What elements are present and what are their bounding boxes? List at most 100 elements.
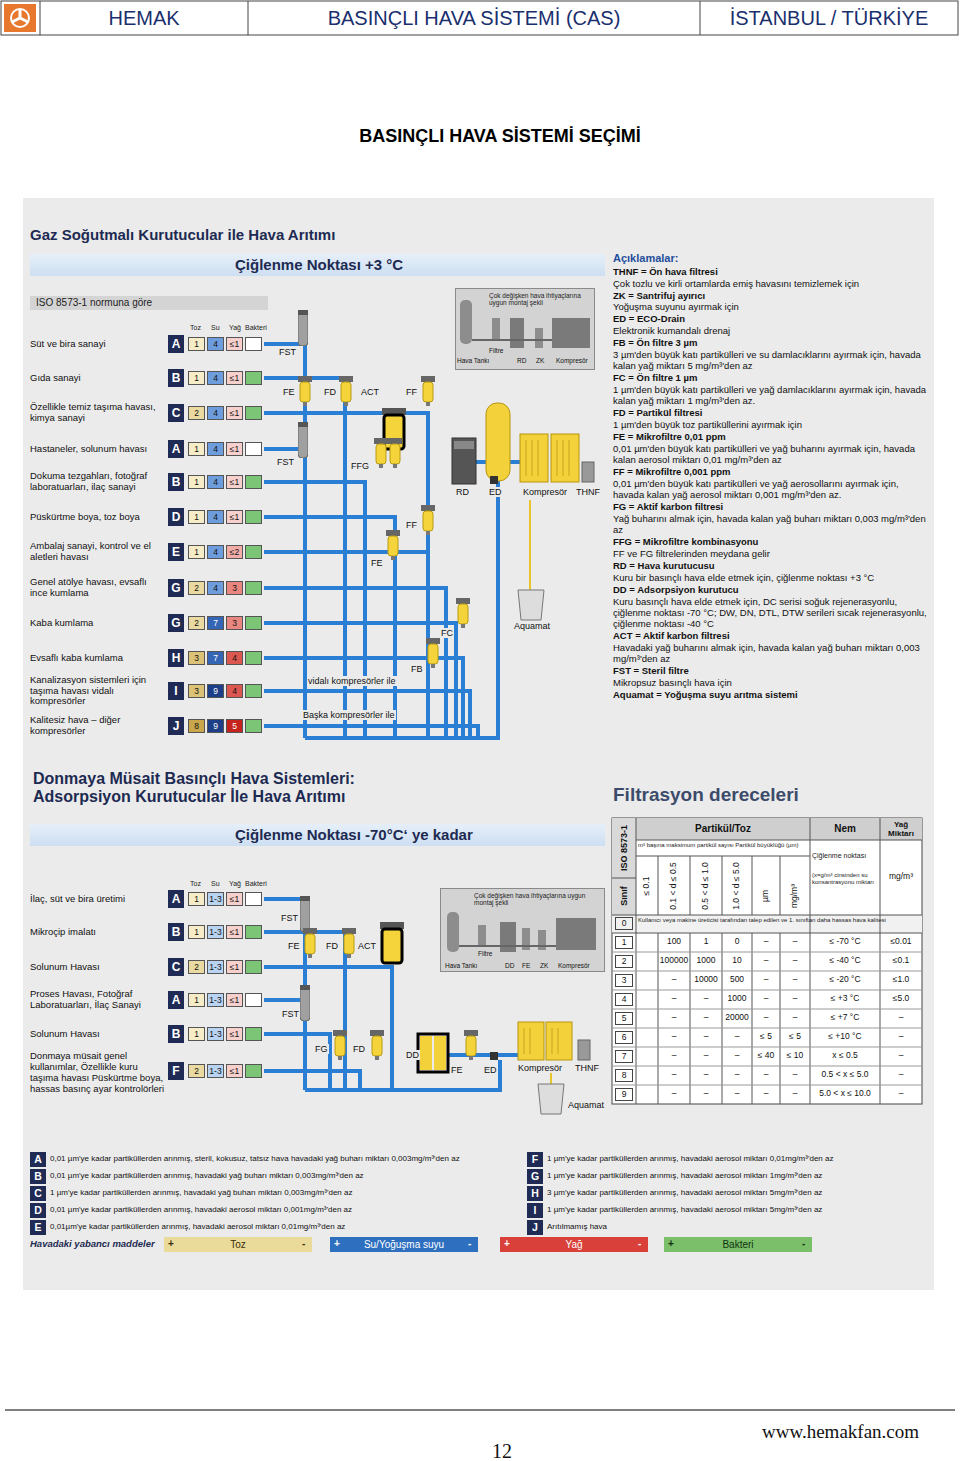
class-cell: [245, 510, 262, 524]
table-cell: 5.0 < x ≤ 10.0: [810, 1089, 880, 1099]
class-letter: J: [168, 717, 184, 735]
class-cell: 1: [188, 337, 205, 351]
equipment-label: FE: [370, 558, 384, 568]
table-cell: ≤ -20 °C: [810, 975, 880, 985]
class-cell: [245, 1064, 262, 1078]
table-cell: –: [690, 1051, 722, 1061]
application-text: Süt ve bira sanayi: [30, 339, 166, 350]
application-text: İlaç, süt ve bira üretimi: [30, 894, 166, 905]
table-cell: –: [780, 937, 810, 947]
equipment: [418, 403, 594, 1114]
description-text: 1 µm'ye kadar partiküllerden arınmış, ha…: [547, 1154, 932, 1164]
class-number: 4: [615, 993, 633, 1006]
table-cell: ≤ -70 °C: [810, 937, 880, 947]
equipment-label: FFG: [350, 461, 370, 471]
class-number: 2: [615, 955, 633, 968]
table-cell: –: [752, 1013, 780, 1023]
class-letter: D: [30, 1203, 46, 1218]
table-cell: –: [690, 1013, 722, 1023]
inset-drawing: [440, 288, 605, 972]
class-number: 3: [615, 974, 633, 987]
term-text: FC = Ön filtre 1 µm: [613, 373, 931, 384]
node-text: Çiğlenme Noktası +3 °C: [235, 256, 605, 273]
table-cell: ≤0.01: [880, 937, 922, 947]
application-text: Kanalizasyon sistemleri için taşıma hava…: [30, 675, 166, 708]
term-text: FB = Ön filtre 3 µm: [613, 338, 931, 349]
class-cell: [245, 545, 262, 559]
application-text: Solunum Havası: [30, 962, 166, 973]
application-text: Evsaflı kaba kumlama: [30, 653, 166, 664]
class-cell: 1: [188, 1027, 205, 1041]
sign-text: -: [638, 1238, 641, 1250]
class-cell: 1: [188, 475, 205, 489]
legend-text: Toz: [164, 1237, 312, 1252]
class-cell: 3: [226, 616, 243, 630]
description-text: 1 µm'ye kadar partiküllerden arınmış, ha…: [547, 1205, 932, 1215]
column-header: 0.5 < d ≤ 1.0: [701, 862, 711, 909]
column-header: Sınıf: [619, 886, 629, 906]
equipment-label: FD: [325, 941, 339, 951]
class-cell: 4: [207, 371, 224, 385]
class-letter: A: [168, 991, 184, 1009]
application-text: Donmaya müsait genel kullanımlar, Özelli…: [30, 1051, 166, 1095]
class-number: 8: [615, 1069, 633, 1082]
dewpoint-band: Çiğlenme Noktası -70°C‘ ye kadar: [30, 824, 605, 846]
website-url: www.hemakfan.com: [762, 1421, 919, 1443]
table-cell: 500: [722, 975, 752, 985]
legend-text: Su/Yoğuşma suyu: [330, 1237, 478, 1252]
class-number: 7: [615, 1050, 633, 1063]
inset-label: Kompresör: [556, 357, 588, 364]
table-cell: –: [780, 975, 810, 985]
table-cell: ≤ 5: [752, 1032, 780, 1042]
class-cell: 4: [226, 651, 243, 665]
equipment-label: FST: [278, 347, 297, 357]
table-cell: –: [880, 1013, 922, 1023]
inset-label: Hava Tankı: [457, 357, 489, 364]
table-cell: –: [752, 1089, 780, 1099]
sign-text: +: [504, 1238, 510, 1250]
class-cell: 2: [188, 616, 205, 630]
class-cell: 8: [188, 719, 205, 733]
column-header: ISO 8573-1: [619, 825, 629, 871]
application-text: Solunum Havası: [30, 1029, 166, 1040]
class-cell: ≤1: [226, 510, 243, 524]
class-cell: 3: [188, 684, 205, 698]
header-text: BASINÇLI HAVA SİSTEMİ (CAS): [248, 7, 700, 30]
dewpoint-band: Çiğlenme Noktası +3 °C: [30, 254, 605, 276]
class-letter: B: [168, 369, 184, 387]
table-cell: –: [722, 1032, 752, 1042]
class-cell: 3: [226, 581, 243, 595]
class-cell: 1: [188, 510, 205, 524]
class-letter: I: [527, 1203, 543, 1218]
table-cell: ≤ 10: [780, 1051, 810, 1061]
application-text: Ambalaj sanayi, kontrol ve el aletleri h…: [30, 541, 166, 563]
class-cell: 2: [188, 406, 205, 420]
equipment-label: ED: [488, 487, 503, 497]
class-letter: A: [168, 890, 184, 908]
table-note: m³ başına maksimum partikül sayısı Parti…: [638, 842, 808, 849]
description-text: 0,01 µm'ye kadar partiküllerden arınmış,…: [50, 1171, 520, 1181]
table-cell: –: [658, 1013, 690, 1023]
class-cell: ≤1: [226, 993, 243, 1007]
equipment-label: FD: [323, 387, 337, 397]
pipe-lines: [264, 344, 520, 1090]
node-text: Çiğlenme Noktası -70°C‘ ye kadar: [235, 826, 605, 843]
table-cell: ≤1.0: [880, 975, 922, 985]
table-cell: ≤ -40 °C: [810, 956, 880, 966]
table-cell: –: [780, 994, 810, 1004]
table-cell: –: [658, 1070, 690, 1080]
class-cell: 9: [207, 684, 224, 698]
term-text: Aquamat = Yoğuşma suyu arıtma sistemi: [613, 690, 931, 701]
class-cell: 2: [188, 581, 205, 595]
term-text: THNF = Ön hava filtresi: [613, 267, 931, 278]
class-letter: F: [527, 1152, 543, 1167]
description-text: 0,01 µm'ye kadar partiküllerden arınmış,…: [50, 1205, 520, 1215]
class-number: 1: [615, 936, 633, 949]
class-cell: 4: [207, 406, 224, 420]
equipment-label: DD: [405, 1050, 420, 1060]
table-cell: 10: [722, 956, 752, 966]
class-cell: 1: [188, 892, 205, 906]
term-text: FST = Steril filtre: [613, 666, 931, 677]
table-cell: –: [752, 956, 780, 966]
panel-ground: [23, 198, 934, 1290]
